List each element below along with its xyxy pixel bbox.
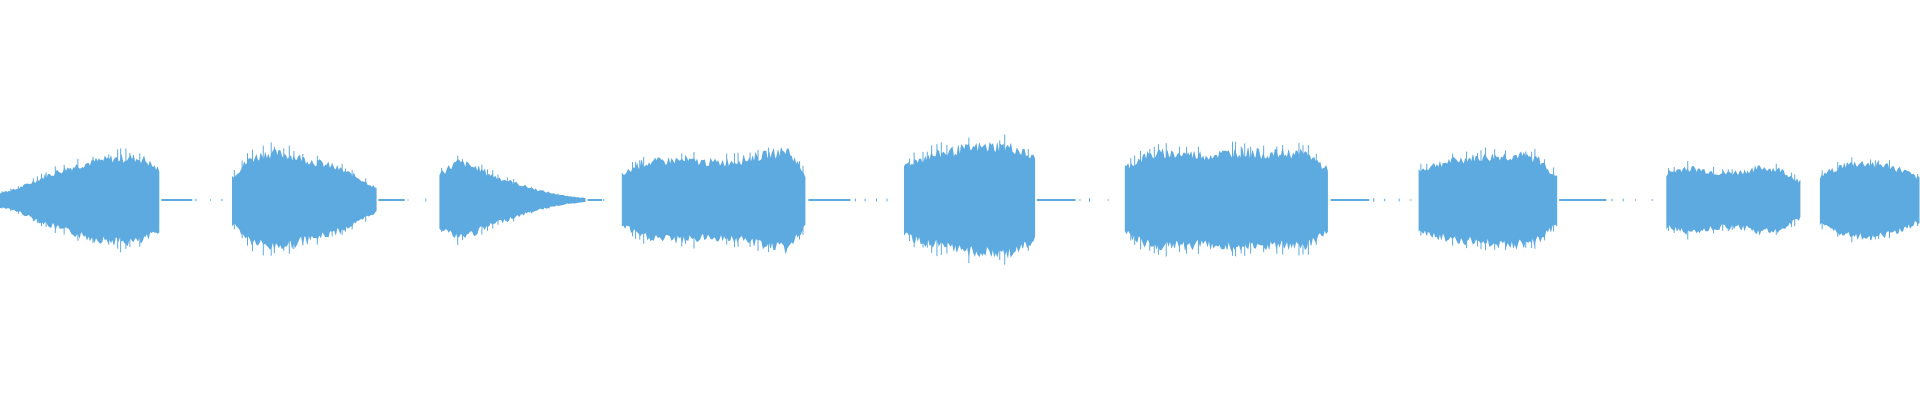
silence-gap [808,198,888,202]
silence-gap [1036,198,1109,202]
waveform-envelope [1666,165,1801,236]
silence-gap [161,198,223,202]
waveform-clip-clip-6 [1124,141,1328,257]
silence-gap [378,198,427,202]
waveform-envelope [621,146,806,254]
waveform-envelope [1819,160,1920,241]
waveform-clip-clip-8 [1666,161,1801,240]
waveform-clip-clip-7 [1418,147,1558,251]
waveform-clip-clip-1 [0,148,160,253]
waveform-envelope [232,148,377,250]
silence-gap [587,199,605,201]
waveform-envelope [1418,151,1558,250]
silence-gap [1330,198,1412,202]
waveform-clip-clip-9 [1819,157,1920,243]
waveform-clip-clip-4 [621,146,806,254]
waveform-clip-clip-3 [439,155,586,245]
waveform-clip-clip-2 [232,142,377,256]
waveform-envelope [1124,147,1328,252]
waveform-clip-clip-5 [904,134,1036,265]
waveform-envelope [904,141,1036,258]
silence-gap [1559,198,1653,202]
waveform-envelope [0,154,160,247]
